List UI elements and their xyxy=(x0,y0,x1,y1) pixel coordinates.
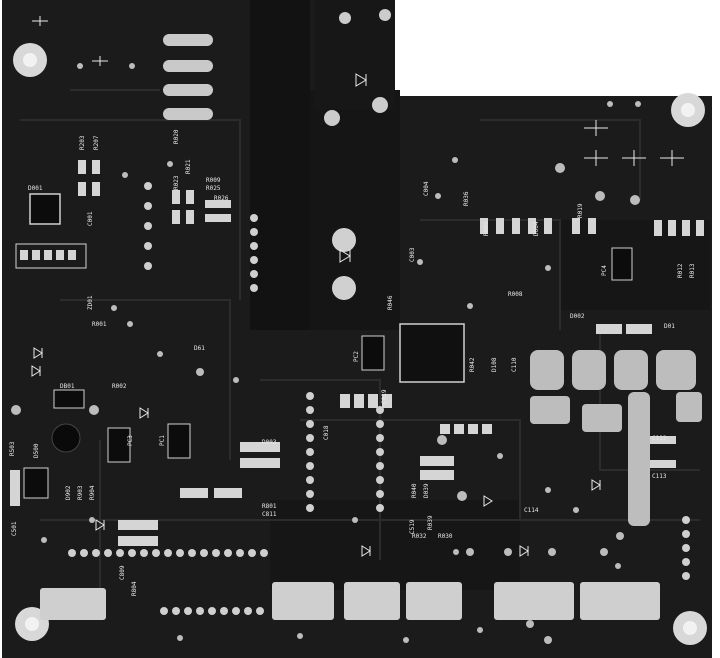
label-c519: C519 xyxy=(409,519,416,534)
label-pc3: PC3 xyxy=(127,435,134,446)
label-r005: R005 xyxy=(483,221,490,236)
label-zd01: ZD01 xyxy=(87,295,94,310)
label-r804: R804 xyxy=(131,581,138,596)
label-c001: C001 xyxy=(87,211,94,226)
label-r903: R903 xyxy=(77,485,84,500)
pin-header-bottom xyxy=(68,549,268,615)
label-r030: R030 xyxy=(438,533,453,540)
slot-pads-top xyxy=(163,34,213,120)
label-r207: R207 xyxy=(93,135,100,150)
label-d902: D902 xyxy=(65,485,72,500)
label-r026: R026 xyxy=(214,195,229,202)
label-r046: R046 xyxy=(387,295,394,310)
label-r012: R012 xyxy=(677,263,684,278)
label-r801: R801 xyxy=(262,503,277,510)
label-r032: R032 xyxy=(412,533,427,540)
label-c003: C003 xyxy=(409,247,416,262)
label-c110: C110 xyxy=(511,357,518,372)
label-r001: R001 xyxy=(92,321,107,328)
label-r009: R009 xyxy=(206,177,221,184)
copper-pour-lower xyxy=(270,500,520,590)
label-c004: C004 xyxy=(423,181,430,196)
label-pc2: PC2 xyxy=(353,351,360,362)
label-d500: D500 xyxy=(33,443,40,458)
copper-pour-right xyxy=(310,90,400,330)
bottom-power-pads xyxy=(40,582,660,620)
label-d108: D108 xyxy=(491,357,498,372)
label-r019: R019 xyxy=(577,203,584,218)
label-r040: R040 xyxy=(411,483,418,498)
label-r023: R023 xyxy=(173,175,180,190)
label-c809: C809 xyxy=(119,565,126,580)
mounting-pad-top-left xyxy=(13,43,47,77)
label-d61: D61 xyxy=(194,345,205,352)
label-r042: R042 xyxy=(469,357,476,372)
label-r036: R036 xyxy=(463,191,470,206)
label-db01: DB01 xyxy=(60,383,75,390)
label-d001: D001 xyxy=(28,185,43,192)
label-r503: R503 xyxy=(9,441,16,456)
mounting-pad-top-right xyxy=(671,93,705,127)
mounting-pad-bottom-right xyxy=(673,611,707,645)
label-d01: D01 xyxy=(664,323,675,330)
pin-header-vertical xyxy=(144,182,690,580)
label-c018: C018 xyxy=(323,425,330,440)
label-c811: C811 xyxy=(262,511,277,518)
label-c501: C501 xyxy=(11,521,18,536)
label-pc4: PC4 xyxy=(601,265,608,276)
label-c113: C113 xyxy=(652,473,667,480)
label-pc1: PC1 xyxy=(159,435,166,446)
label-c114: C114 xyxy=(524,507,539,514)
cap-pads-center xyxy=(324,9,391,300)
label-r039: R039 xyxy=(427,515,434,530)
label-d003: D003 xyxy=(262,439,277,446)
label-r025: R025 xyxy=(206,185,221,192)
label-r008: R008 xyxy=(508,291,523,298)
label-r904: R904 xyxy=(89,485,96,500)
label-r203: R203 xyxy=(79,135,86,150)
copper-pour-center xyxy=(250,0,310,330)
label-d039: D039 xyxy=(423,483,430,498)
label-r021: R021 xyxy=(185,159,192,174)
power-device-pads xyxy=(530,350,702,526)
vias xyxy=(11,63,641,644)
label-d004: D004 xyxy=(533,221,540,236)
label-r020: R020 xyxy=(173,129,180,144)
silkscreen-labels: D001 R203 R207 R020 R021 R023 R009 R025 … xyxy=(9,129,696,596)
label-c112: C112 xyxy=(652,435,667,442)
label-r002: R002 xyxy=(112,383,127,390)
label-d002: D002 xyxy=(570,313,585,320)
label-c019: C019 xyxy=(381,389,388,404)
label-r013: R013 xyxy=(689,263,696,278)
ic-chips xyxy=(23,193,633,499)
silkscreen-symbols xyxy=(31,16,684,557)
smd-components xyxy=(10,160,704,546)
